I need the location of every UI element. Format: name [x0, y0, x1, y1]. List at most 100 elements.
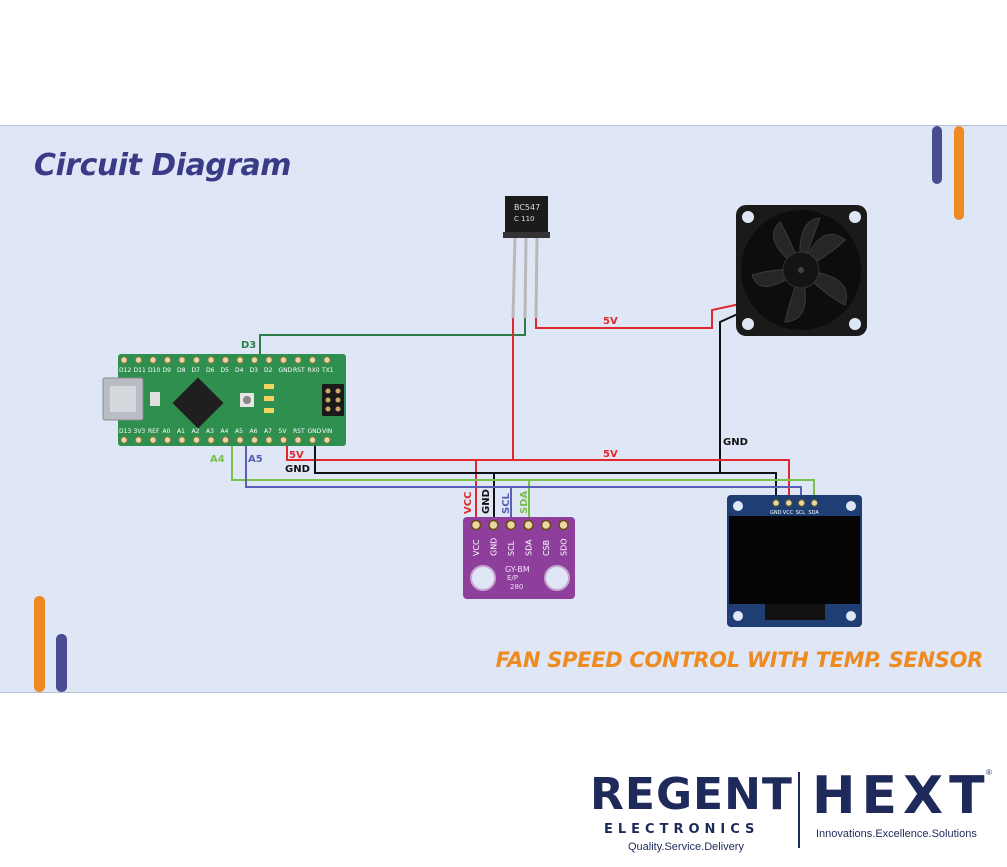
- sensor-pin-hole: [540, 519, 552, 531]
- sensor-pin-label: CSB: [542, 540, 551, 556]
- oled-pin-label: GND: [770, 510, 782, 516]
- oled-pin-hole: [810, 499, 819, 507]
- arduino-pin-hole: [279, 356, 288, 364]
- wire-fan-5v: [535, 303, 741, 329]
- arduino-pin-hole: [279, 436, 288, 444]
- arduino-bottom-pin-label: A7: [264, 428, 272, 435]
- arduino-pin-hole: [265, 436, 273, 444]
- sensor-pin-label: SDO: [560, 538, 569, 556]
- page-title: Circuit Diagram: [34, 148, 292, 183]
- wire-5v-bus: [286, 446, 790, 503]
- arduino-bottom-pin-label: REF: [148, 428, 160, 435]
- transistor-line1: BC547: [514, 203, 540, 212]
- label-sda: SDA: [519, 490, 530, 514]
- regent-logo-text: REGENT: [590, 769, 793, 820]
- arduino-pin-hole: [265, 356, 273, 364]
- arduino-pin-hole: [178, 356, 186, 364]
- arduino-top-pin-label: D4: [235, 367, 244, 374]
- arduino-bottom-pin-label: 3V3: [134, 428, 146, 435]
- oled-pin-label: SDA: [808, 510, 819, 516]
- transistor-line2: C 110: [514, 215, 534, 223]
- decorative-bars-bottom: [34, 596, 67, 692]
- sensor-model: GY-BM: [505, 565, 530, 574]
- wires: [231, 303, 815, 517]
- arduino-pin-hole: [120, 436, 128, 444]
- cooling-fan: [736, 205, 867, 336]
- arduino-bottom-pin-label: A2: [192, 428, 200, 435]
- arduino-top-pin-label: D6: [206, 367, 215, 374]
- arduino-top-pin-label: D11: [134, 367, 146, 374]
- brand-logos: REGENT ELECTRONICS Quality.Service.Deliv…: [588, 768, 998, 858]
- arduino-top-pin-label: D5: [221, 367, 230, 374]
- oled-pin-hole: [785, 499, 793, 507]
- label-gnd-left: GND: [285, 464, 310, 475]
- oled-pin-hole: [797, 499, 806, 507]
- arduino-bottom-pin-label: A0: [163, 428, 171, 435]
- arduino-top-pin-label: D7: [192, 367, 201, 374]
- hext-logo-text: HEXT: [812, 766, 991, 826]
- sensor-pin-hole: [488, 519, 499, 531]
- sensor-model2: E/P: [507, 574, 518, 582]
- arduino-pin-hole: [163, 356, 172, 364]
- arduino-pin-hole: [192, 436, 201, 444]
- arduino-pin-hole: [294, 356, 302, 364]
- logo-divider: [798, 772, 800, 848]
- oled-pin-label: SCL: [796, 510, 806, 516]
- arduino-pin-hole: [236, 436, 244, 444]
- label-5v-mid: 5V: [603, 449, 618, 460]
- arduino-pin-hole: [163, 436, 172, 444]
- sensor-model3: 280: [510, 583, 523, 591]
- arduino-top-pin-label: GND: [279, 367, 293, 374]
- arduino-top-pin-label: D12: [119, 367, 131, 374]
- sensor-pin-hole: [523, 519, 534, 531]
- arduino-bottom-pin-label: GND: [308, 428, 322, 435]
- arduino-bottom-pin-label: A1: [177, 428, 185, 435]
- label-vcc: VCC: [463, 492, 474, 514]
- arduino-pin-hole: [221, 356, 230, 364]
- decorative-bars-top: [932, 126, 964, 220]
- label-gnd-fan: GND: [723, 437, 748, 448]
- label-5v-top: 5V: [603, 316, 618, 327]
- arduino-top-pin-label: D3: [250, 367, 259, 374]
- arduino-top-pin-label: RST: [293, 367, 305, 374]
- arduino-top-pin-label: D10: [148, 367, 160, 374]
- transistor-bc547: BC547 C 110: [503, 196, 550, 319]
- label-scl: SCL: [501, 492, 512, 514]
- arduino-bottom-pin-label: VIN: [322, 428, 332, 435]
- regent-electronics-text: ELECTRONICS: [604, 822, 760, 837]
- wire-d3: [259, 318, 526, 358]
- arduino-pin-hole: [221, 436, 230, 444]
- label-a5: A5: [248, 454, 263, 465]
- arduino-pin-hole: [120, 356, 128, 364]
- arduino-pin-hole: [250, 436, 259, 444]
- hext-tagline: Innovations.Excellence.Solutions: [816, 828, 977, 840]
- sensor-pin-label: SCL: [507, 540, 516, 556]
- arduino-pin-hole: [294, 436, 302, 444]
- diagram-subtitle: FAN SPEED CONTROL WITH TEMP. SENSOR: [495, 648, 984, 672]
- arduino-top-pin-label: RX0: [308, 367, 320, 374]
- wire-fan-gnd: [719, 312, 741, 473]
- arduino-pin-hole: [323, 436, 331, 444]
- wire-gnd-bus: [314, 446, 777, 503]
- arduino-pin-hole: [207, 356, 215, 364]
- arduino-bottom-pin-label: A4: [221, 428, 229, 435]
- arduino-top-pin-label: D9: [163, 367, 172, 374]
- arduino-top-pin-label: D2: [264, 367, 273, 374]
- arduino-bottom-pin-label: 5V: [279, 428, 288, 435]
- arduino-top-pin-label: D8: [177, 367, 186, 374]
- arduino-pin-hole: [192, 356, 201, 364]
- sensor-pin-label: GND: [490, 538, 499, 556]
- regent-tagline: Quality.Service.Delivery: [628, 841, 744, 853]
- arduino-bottom-pin-label: D13: [119, 428, 131, 435]
- arduino-pin-hole: [149, 356, 157, 364]
- label-5v-left: 5V: [289, 450, 304, 461]
- oled-pin-hole: [772, 499, 780, 507]
- label-a4: A4: [210, 454, 225, 465]
- sensor-pin-label: VCC: [472, 539, 481, 556]
- sensor-pin-hole: [558, 519, 569, 531]
- sensor-pin-hole: [505, 519, 517, 531]
